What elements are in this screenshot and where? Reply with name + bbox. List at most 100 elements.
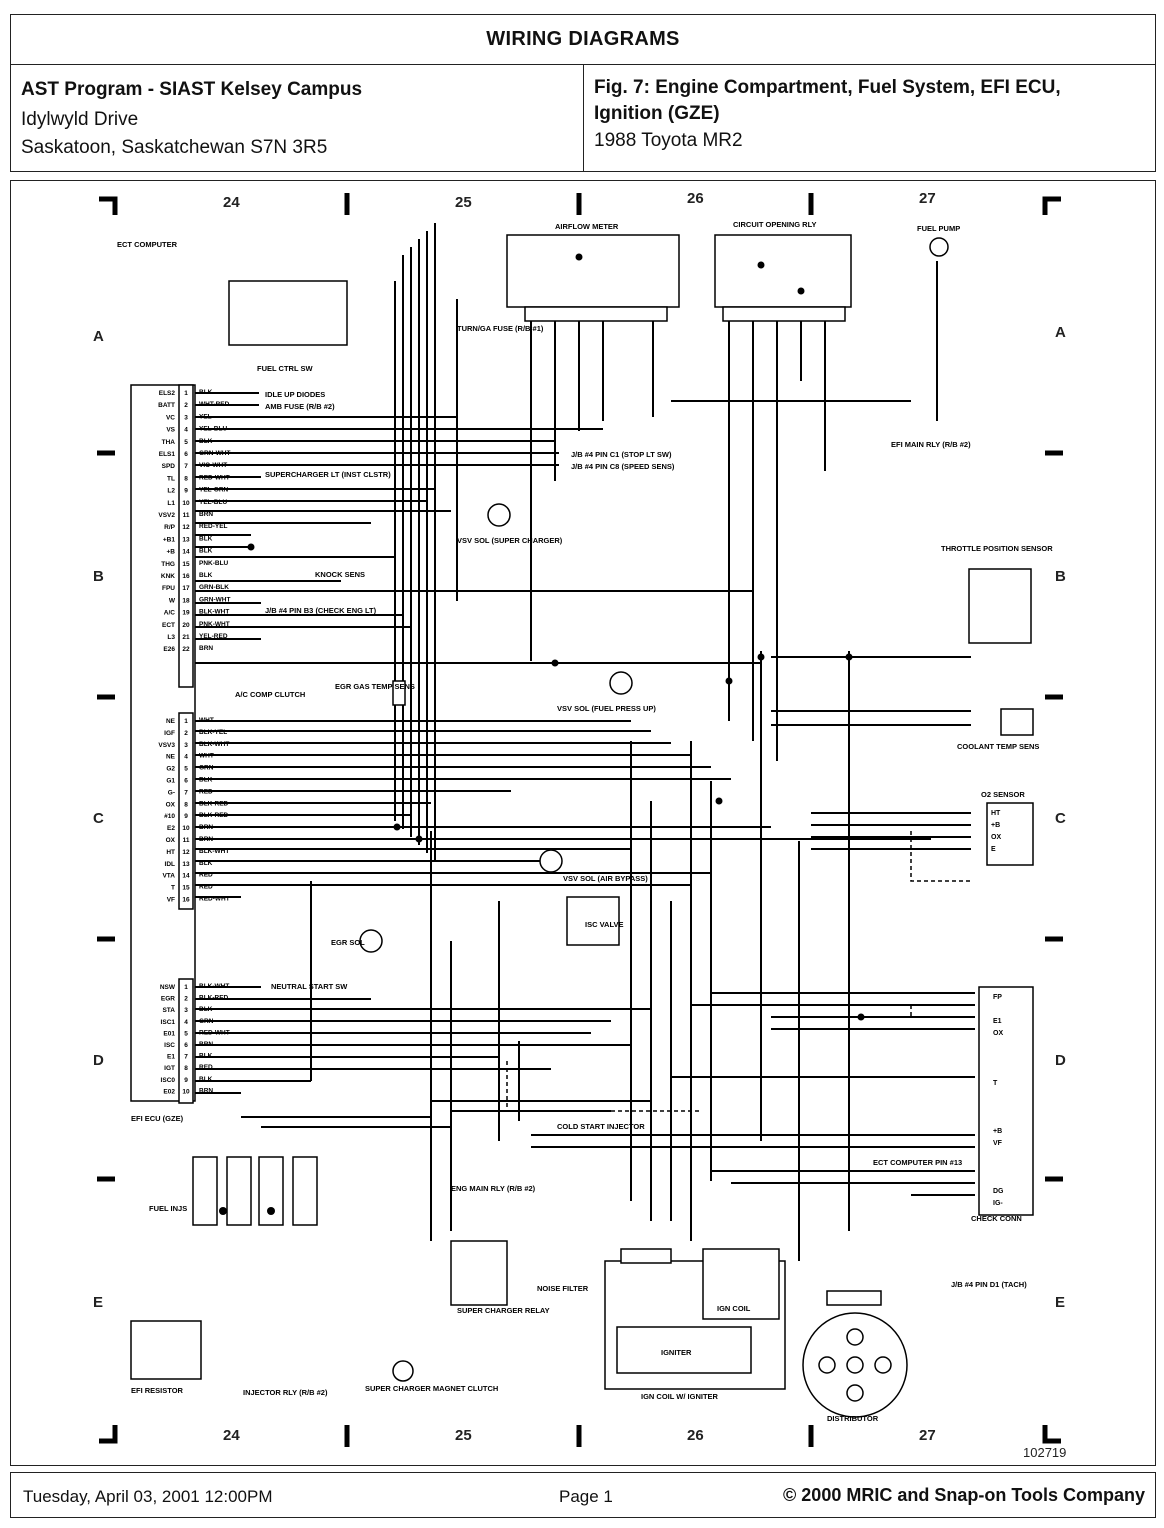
ecu-pin-number: 18: [182, 597, 190, 604]
ecu-pin-number: 7: [184, 789, 188, 796]
isc-valve-label: ISC VALVE: [585, 920, 623, 929]
ecu-pin-number: 8: [184, 1065, 188, 1072]
column-label-25: 25: [455, 194, 472, 211]
column-label-27: 27: [919, 190, 936, 207]
header-org-block: AST Program - SIAST Kelsey Campus Idylwy…: [11, 65, 584, 171]
o2-sensor-pin-label: OX: [991, 834, 1001, 841]
check-conn-pin-label: OX: [993, 1030, 1003, 1037]
ecu-pin-number: 3: [184, 742, 188, 749]
ecu-wire-color-label: BRN: [199, 1087, 213, 1094]
ac-comp-clutch-label: A/C COMP CLUTCH: [235, 690, 305, 699]
ecu-pin-number: 2: [184, 402, 188, 409]
ecu-pin-label: E1: [167, 1054, 175, 1061]
ecu-wire-color-label: BLK-RED: [199, 812, 229, 819]
ign-coil-label: IGN COIL: [717, 1304, 751, 1313]
page-title: WIRING DIAGRAMS: [10, 14, 1156, 64]
idle-up-diodes-label: IDLE UP DIODES: [265, 390, 325, 399]
header-box: AST Program - SIAST Kelsey Campus Idylwy…: [10, 64, 1156, 172]
footer-date: Tuesday, April 03, 2001 12:00PM: [23, 1487, 273, 1506]
vsv-super-label: VSV SOL (SUPER CHARGER): [457, 536, 563, 545]
row-label-d-right: D: [1055, 1052, 1066, 1069]
org-street: Idylwyld Drive: [21, 109, 139, 130]
ecu-pin-label: #10: [164, 813, 175, 820]
ecu-wire-color-label: GRN-BLK: [199, 584, 229, 591]
diagram-id: 102719: [1023, 1445, 1066, 1460]
tach-label: J/B #4 PIN D1 (TACH): [951, 1280, 1027, 1289]
ecu-pin-number: 15: [182, 561, 190, 568]
ecu-wire-color-label: YEL-BLU: [199, 499, 227, 506]
ecu-pin-label: L2: [167, 488, 175, 495]
column-label-26: 26: [687, 190, 704, 207]
check-conn-pin-label: DG: [993, 1188, 1004, 1195]
ecu-pin-number: 2: [184, 996, 188, 1003]
ecu-pin-label: T: [171, 885, 175, 892]
ecu-wire-color-label: GRN: [199, 1018, 214, 1025]
row-label-a: A: [93, 328, 104, 345]
neutral-start-label: NEUTRAL START SW: [271, 982, 348, 991]
ecu-pin-label: ISC1: [161, 1019, 176, 1026]
ect-computer-pin13-label: ECT COMPUTER PIN #13: [873, 1158, 962, 1167]
ecu-pin-label: VC: [166, 414, 175, 421]
ecu-pin-label: L1: [167, 500, 175, 507]
igniter-label: IGNITER: [661, 1348, 692, 1357]
ecu-pin-label: G2: [166, 766, 175, 773]
o2-sensor-pin-label: HT: [991, 810, 1001, 817]
row-label-e-right: E: [1055, 1294, 1065, 1311]
ecu-pin-number: 6: [184, 1042, 188, 1049]
throttle-sensor-label: THROTTLE POSITION SENSOR: [941, 544, 1053, 553]
ecu-pin-label: EGR: [161, 996, 175, 1003]
ecu-pin-label: FPU: [162, 585, 175, 592]
ecu-computer-label: ECT COMPUTER: [117, 240, 178, 249]
row-label-c-right: C: [1055, 810, 1066, 827]
row-label-c: C: [93, 810, 104, 827]
ecu-pin-label: ISC: [164, 1042, 175, 1049]
ecu-pin-label: A/C: [164, 610, 176, 617]
amb-fuse-label: AMB FUSE (R/B #2): [265, 402, 335, 411]
ecu-wire-color-label: RED-WHT: [199, 474, 230, 481]
ecu-pin-number: 8: [184, 475, 188, 482]
ecu-pin-number: 1: [184, 718, 188, 725]
row-label-b-right: B: [1055, 568, 1066, 585]
ecu-pin-number: 6: [184, 778, 188, 785]
row-label-a-right: A: [1055, 324, 1066, 341]
ecu-pin-label: ELS1: [159, 451, 176, 458]
ecu-pin-number: 4: [184, 1019, 188, 1026]
ecu-wire-color-label: BLK: [199, 1076, 213, 1083]
ecu-pin-number: 7: [184, 1054, 188, 1061]
ecu-pin-number: 4: [184, 754, 188, 761]
figure-title-line2: Ignition (GZE): [594, 103, 720, 124]
cold-start-label: COLD START INJECTOR: [557, 1122, 645, 1131]
supercharger-lt-label: SUPERCHARGER LT (INST CLSTR): [265, 470, 391, 479]
ecu-pin-label: IGF: [164, 730, 175, 737]
ecu-pin-number: 7: [184, 463, 188, 470]
ecu-wire-color-label: YEL-BLU: [199, 426, 227, 433]
org-city: Saskatoon, Saskatchewan S7N 3R5: [21, 137, 328, 158]
ecu-pin-number: 2: [184, 730, 188, 737]
vsv-air-label: VSV SOL (AIR BYPASS): [563, 874, 648, 883]
ecu-pin-label: HT: [166, 849, 175, 856]
o2-sensor-pin-label: +B: [991, 822, 1000, 829]
ecu-pin-label: E02: [163, 1088, 175, 1095]
row-label-d: D: [93, 1052, 104, 1069]
org-name: AST Program - SIAST Kelsey Campus: [21, 79, 363, 100]
ecu-wire-color-label: YEL: [199, 413, 212, 420]
ecu-pin-number: 5: [184, 766, 188, 773]
ecu-pin-number: 10: [182, 1088, 190, 1095]
ecu-wire-color-label: BRN: [199, 836, 213, 843]
noise-filter-label: NOISE FILTER: [537, 1284, 589, 1293]
airflow-meter-label: AIRFLOW METER: [555, 222, 619, 231]
ecu-pin-label: NE: [166, 754, 176, 761]
ecu-wire-color-label: PNK-BLU: [199, 560, 229, 567]
column-label-26-bottom: 26: [687, 1427, 704, 1444]
ecu-pin-number: 19: [182, 610, 190, 617]
turn-ga-fuse-label: TURN/GA FUSE (R/B #1): [457, 324, 544, 333]
ecu-pin-label: ELS2: [159, 390, 176, 397]
ecu-wire-color-label: RED: [199, 1064, 213, 1071]
ecu-wire-color-label: BRN: [199, 824, 213, 831]
injector-rly-label: INJECTOR RLY (R/B #2): [243, 1388, 328, 1397]
check-conn-pin-label: FP: [993, 994, 1002, 1001]
ecu-pin-number: 14: [182, 549, 190, 556]
ecu-pin-label: STA: [162, 1007, 175, 1014]
ecu-wire-color-label: VIO-WHT: [199, 462, 227, 469]
ecu-pin-number: 5: [184, 439, 188, 446]
